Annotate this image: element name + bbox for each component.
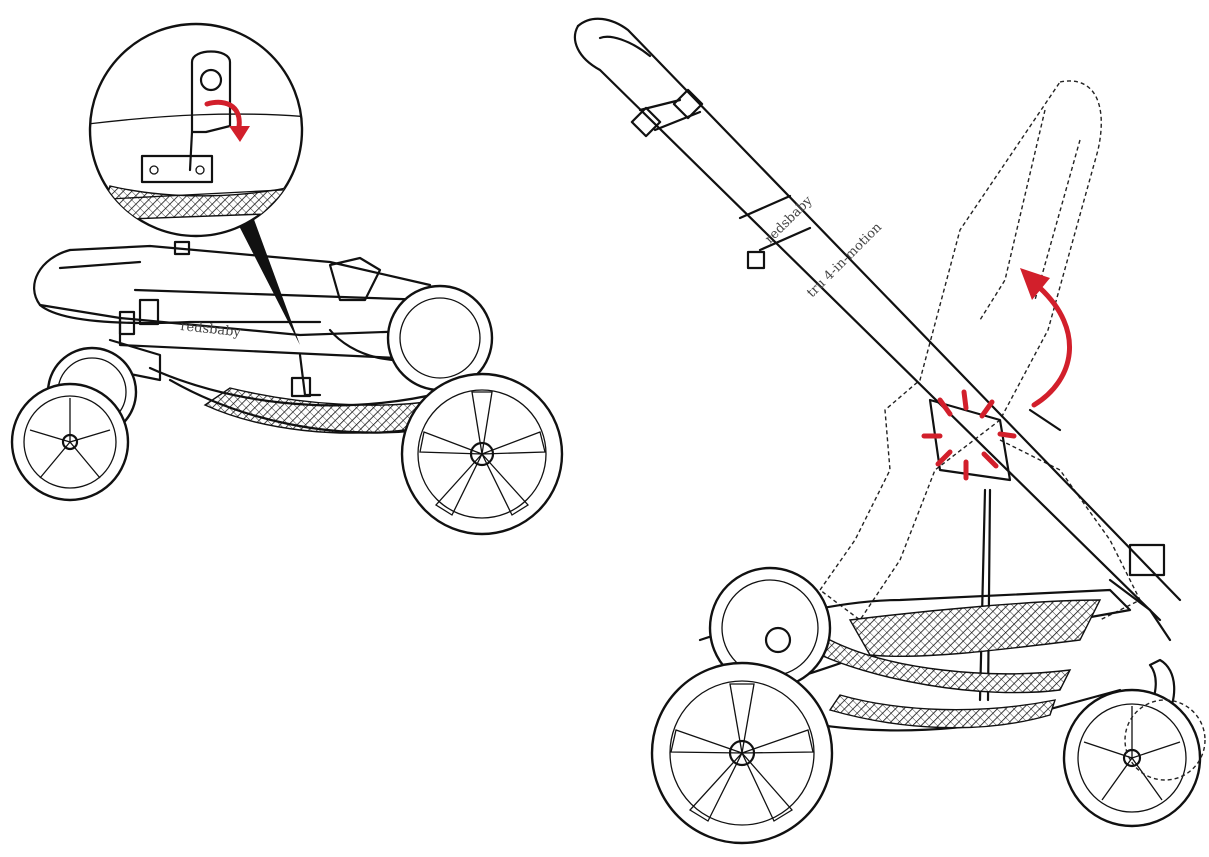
right-model-label: tru 4-in-motion [804, 220, 885, 301]
ghost-seat-outline [819, 80, 1102, 622]
right-stroller-unfolded: redsbaby tru 4-in-motion [573, 17, 1206, 845]
right-handle-frame [573, 24, 1162, 622]
detail-loupe [88, 22, 304, 238]
left-stroller-folded: redsbaby [10, 240, 564, 536]
click-burst-icon [921, 389, 1017, 481]
left-brand-label: redsbaby [180, 319, 243, 340]
right-brand-label: redsbaby [762, 193, 816, 247]
callout-pointer-icon [236, 214, 300, 345]
right-basket [848, 599, 1102, 658]
curved-arrow-icon [1020, 268, 1073, 408]
curved-arrow-icon [204, 99, 250, 142]
